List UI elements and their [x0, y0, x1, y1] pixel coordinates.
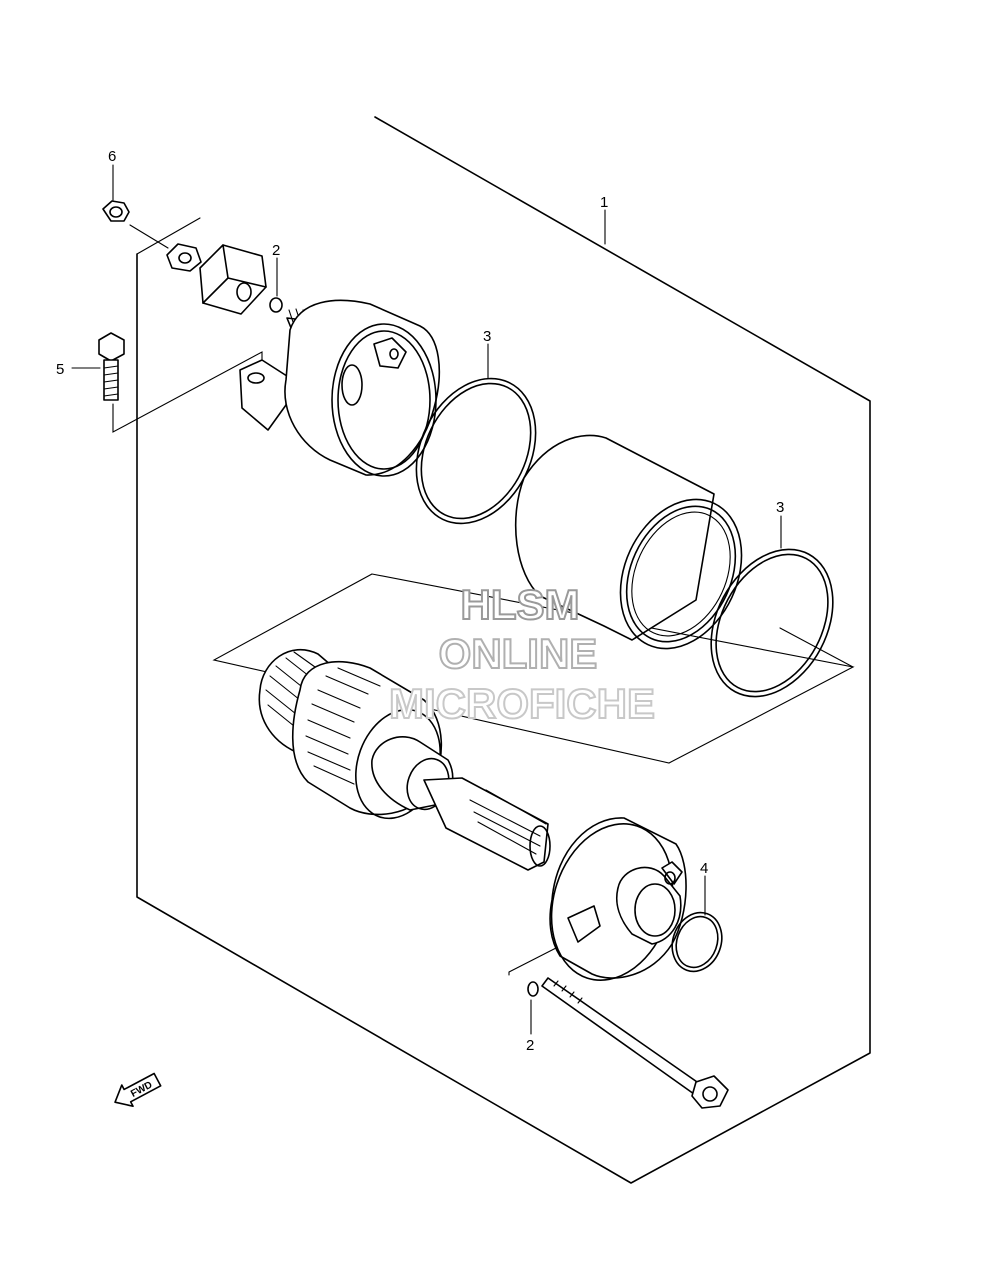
part-2-o-ring-bottom — [527, 981, 539, 997]
fwd-arrow-icon: FWD — [114, 1072, 162, 1108]
part-5-bolt — [98, 332, 125, 401]
terminal-insulator-parts — [166, 243, 267, 315]
watermark-line-2: ONLINE — [439, 630, 598, 677]
through-bolt — [541, 977, 729, 1109]
bolt-bracket-line — [112, 351, 263, 433]
watermark-line-1: HLSM — [461, 581, 580, 628]
rear-end-cover — [549, 817, 687, 981]
part-3-o-ring-right — [710, 548, 834, 698]
callout-5: 5 — [56, 361, 64, 378]
callout-1: 1 — [600, 194, 608, 211]
part-6-nut — [102, 200, 130, 222]
watermark: HLSM ONLINE MICROFICHE — [388, 580, 656, 728]
leader-lines — [71, 164, 854, 1035]
watermark-line-3: MICROFICHE — [389, 680, 655, 727]
callout-3-right: 3 — [776, 499, 784, 516]
yoke-field-housing — [514, 434, 743, 650]
callout-4: 4 — [700, 860, 708, 877]
part-2-o-ring-top — [269, 297, 283, 313]
fwd-label: FWD — [129, 1080, 154, 1100]
armature-region-box — [212, 573, 855, 764]
callout-2-bottom: 2 — [526, 1037, 534, 1054]
callout-3-left: 3 — [483, 328, 491, 345]
armature — [258, 648, 551, 871]
end-cover-region-bracket — [508, 947, 557, 976]
callout-6: 6 — [108, 148, 116, 165]
assembly-boundary-box — [136, 116, 871, 1184]
callout-2-top: 2 — [272, 242, 280, 259]
part-4-o-ring — [671, 911, 723, 973]
motor-front-housing — [239, 299, 440, 477]
